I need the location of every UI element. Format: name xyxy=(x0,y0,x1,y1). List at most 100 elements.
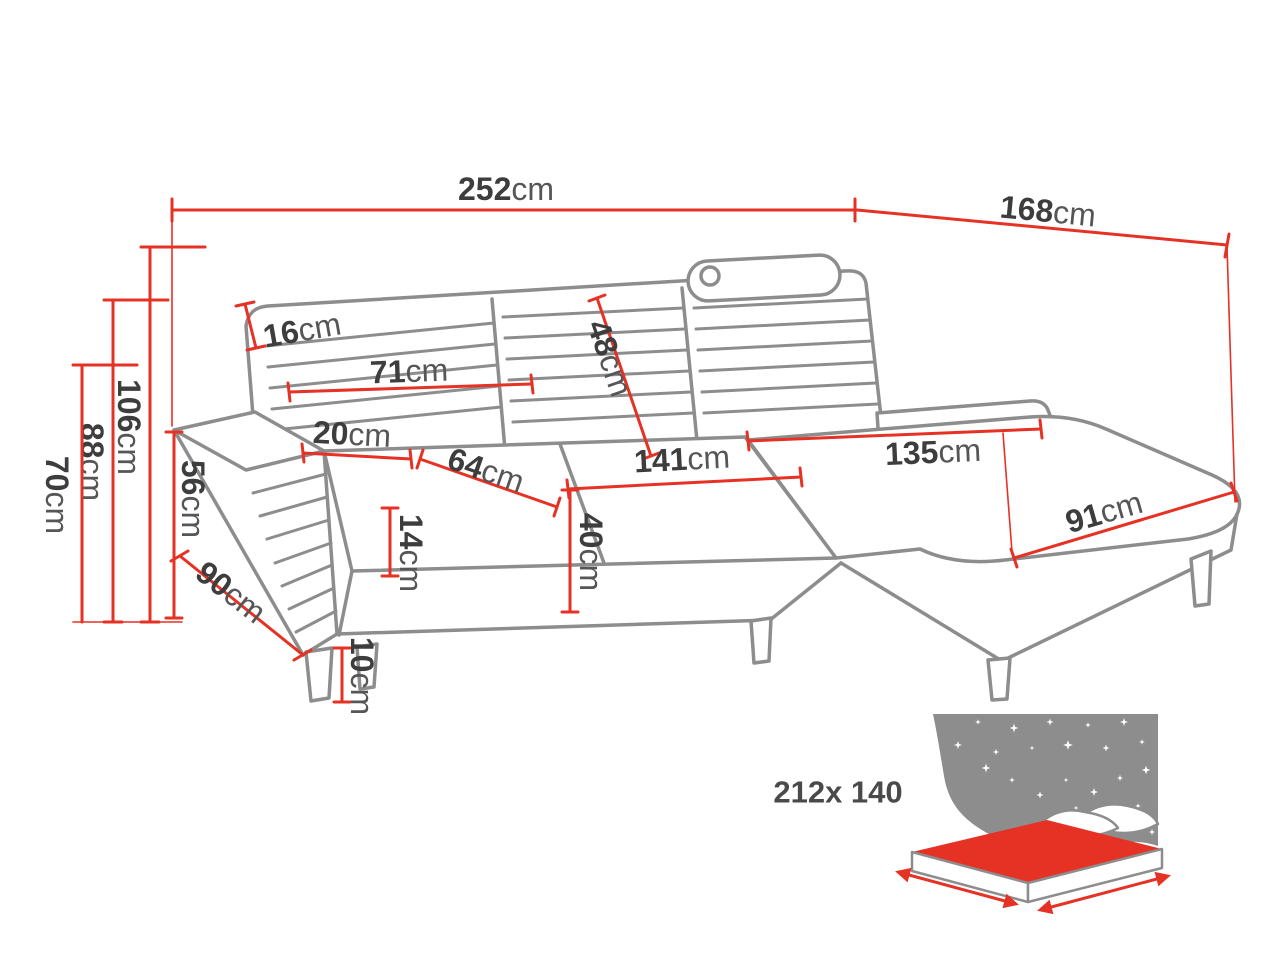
dim-line-64 xyxy=(418,457,559,509)
dim-label-20: 20cm xyxy=(312,414,392,454)
dim-label-16: 16cm xyxy=(260,305,343,354)
armrest-stripes xyxy=(251,472,338,634)
arm-slat-line xyxy=(265,518,331,541)
dim-line-91 xyxy=(1012,490,1236,560)
dim-line-90 xyxy=(178,554,305,657)
back-slat-line xyxy=(692,297,870,310)
back-slat-line xyxy=(698,360,876,373)
dim-line-141 xyxy=(566,475,803,491)
arm-slat-line xyxy=(287,586,336,611)
dim-label-135: 135cm xyxy=(884,432,982,472)
dim-tick xyxy=(1229,481,1239,503)
back-slat-line xyxy=(505,348,689,361)
back-slat-line xyxy=(509,390,693,403)
dim-tick xyxy=(286,381,292,403)
back-slat-line xyxy=(507,369,691,382)
back-slat-line xyxy=(503,327,687,340)
dim-line-48 xyxy=(595,296,653,458)
back-slat-line xyxy=(696,339,874,352)
dim-tick xyxy=(552,496,562,518)
mattress-top xyxy=(912,820,1162,883)
dim-10: 10cm xyxy=(332,637,380,715)
sofa-leg xyxy=(1189,549,1213,608)
backrest-stripes xyxy=(264,297,880,432)
dim-tick xyxy=(798,466,804,488)
sofa-leg xyxy=(355,642,379,691)
dim-88: 88cm xyxy=(74,298,170,624)
arm-slat-line xyxy=(251,472,328,495)
back-slat-line xyxy=(694,318,872,331)
chaise-base xyxy=(839,512,1239,663)
dim-40: 40cm xyxy=(560,488,609,614)
seat-cushion-seam xyxy=(558,442,606,565)
dim-tick xyxy=(1038,418,1044,440)
bed-length-arrow xyxy=(1037,871,1171,915)
dim-tick xyxy=(169,549,190,563)
dim-label-10: 10cm xyxy=(344,637,380,715)
arm-slat-line xyxy=(273,541,333,565)
dim-141: 141cm xyxy=(565,439,804,500)
dim-line-16 xyxy=(243,302,258,350)
dim-16: 16cm xyxy=(234,300,344,355)
sofa-legs xyxy=(304,549,1213,703)
dim-tick xyxy=(408,448,414,470)
back-slat-line xyxy=(511,411,695,424)
dim-label-88: 88cm xyxy=(74,423,110,501)
backrest-divider xyxy=(680,286,699,443)
back-slat-line xyxy=(501,306,685,319)
dim-tick xyxy=(300,442,306,464)
sofa-leg xyxy=(304,646,334,703)
dim-label-106: 106cm xyxy=(111,379,147,475)
back-slat-line xyxy=(702,402,880,415)
sleeping-size-label: 212x 140 xyxy=(773,775,902,810)
dim-56: 56cm xyxy=(164,430,211,620)
dim-tick xyxy=(415,448,425,470)
dim-tick xyxy=(245,344,267,352)
dim-168: 168cm xyxy=(855,188,1236,503)
dim-tick xyxy=(529,373,535,395)
dim-extension xyxy=(1226,245,1236,503)
dim-label-56: 56cm xyxy=(175,460,211,538)
left-armrest-top-edge xyxy=(172,428,326,472)
sofa-leg xyxy=(749,616,773,665)
dim-label-71: 71cm xyxy=(369,352,448,391)
dim-line-20 xyxy=(301,451,413,461)
headrest-curl xyxy=(699,265,721,287)
back-slat-line xyxy=(272,405,503,432)
dim-label-141: 141cm xyxy=(633,439,731,480)
arm-slat-line xyxy=(294,609,338,634)
back-slat-line xyxy=(270,384,501,411)
dim-106: 106cm xyxy=(111,245,207,624)
sofa-bottom-rail xyxy=(335,618,772,636)
seat-chaise-corner xyxy=(768,561,843,622)
bed-size-arrows xyxy=(895,867,1171,915)
seat-front-edge xyxy=(337,569,354,637)
sofa-leg xyxy=(986,656,1012,702)
dim-label-70: 70cm xyxy=(39,456,75,534)
sleeping-function-icon: 212x 140 xyxy=(773,714,1171,915)
dim-label-252: 252cm xyxy=(458,171,554,207)
dim-tick xyxy=(641,451,661,461)
headrest-pillow xyxy=(686,253,842,303)
dim-tick xyxy=(234,300,256,308)
dim-label-40: 40cm xyxy=(573,513,609,591)
dim-20: 20cm xyxy=(300,414,414,470)
dim-tick xyxy=(745,430,751,452)
dim-tick xyxy=(1009,547,1019,569)
dim-70: 70cm xyxy=(39,363,183,624)
dim-tick xyxy=(587,293,607,303)
dim-tick xyxy=(292,648,313,662)
dim-71: 71cm xyxy=(286,352,535,403)
dim-14: 14cm xyxy=(380,506,429,592)
dim-135: 135cm xyxy=(745,418,1044,553)
dim-label-168: 168cm xyxy=(998,188,1097,233)
back-slat-line xyxy=(266,342,497,369)
dim-label-48: 48cm xyxy=(580,315,640,401)
back-slat-line xyxy=(264,321,496,348)
bed-width-arrow xyxy=(895,867,1019,909)
arm-slat-line xyxy=(258,495,329,518)
chaise-cushion xyxy=(746,414,1242,564)
sofa-drawing xyxy=(172,253,1242,703)
